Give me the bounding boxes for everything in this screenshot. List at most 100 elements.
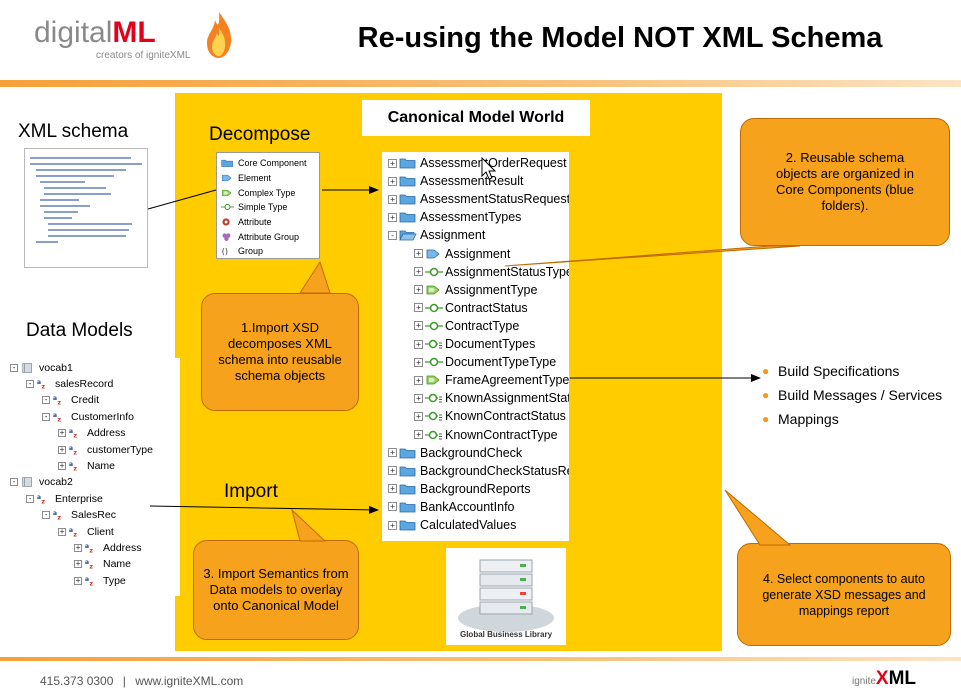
- data-model-label: Address: [87, 427, 126, 440]
- tree-row[interactable]: -Assignment: [388, 226, 485, 244]
- expand-icon[interactable]: +: [414, 357, 423, 367]
- expand-icon[interactable]: +: [414, 267, 423, 277]
- expand-icon[interactable]: +: [58, 460, 66, 470]
- tree-row[interactable]: +BackgroundReports: [388, 480, 530, 498]
- expand-icon[interactable]: +: [388, 448, 397, 458]
- expand-icon[interactable]: +: [388, 520, 397, 530]
- xml-schema-label: XML schema: [18, 121, 129, 142]
- data-model-row[interactable]: - vocab1: [10, 360, 73, 375]
- expand-icon[interactable]: +: [74, 575, 82, 585]
- legend-item: () Group: [221, 244, 315, 259]
- expand-icon[interactable]: +: [414, 339, 423, 349]
- bullet-icon: ●: [762, 388, 770, 402]
- tree-row[interactable]: +Assignment: [414, 245, 510, 263]
- expand-icon[interactable]: +: [388, 212, 397, 222]
- simple-type-icon: [425, 266, 443, 278]
- simple-type-icon: [425, 320, 443, 332]
- expand-icon[interactable]: +: [388, 466, 397, 476]
- collapse-icon[interactable]: -: [10, 477, 18, 487]
- logo-ml: ML: [112, 16, 156, 49]
- tree-row[interactable]: +DocumentTypes: [414, 335, 535, 353]
- expand-icon[interactable]: +: [74, 542, 82, 552]
- tree-row[interactable]: +ContractType: [414, 317, 519, 335]
- tree-row[interactable]: +AssessmentTypes: [388, 208, 521, 226]
- output-item: ●Build Messages / Services: [762, 386, 952, 405]
- expand-icon[interactable]: +: [58, 428, 66, 438]
- expand-icon[interactable]: +: [58, 526, 66, 536]
- collapse-icon[interactable]: -: [42, 395, 50, 405]
- expand-icon[interactable]: +: [414, 411, 423, 421]
- expand-icon[interactable]: +: [414, 303, 423, 313]
- collapse-icon[interactable]: -: [26, 378, 34, 388]
- data-model-label: Enterprise: [55, 492, 103, 505]
- expand-icon[interactable]: +: [414, 285, 423, 295]
- simple-type-icon: [425, 302, 443, 314]
- collapse-icon[interactable]: -: [10, 362, 18, 372]
- tree-row[interactable]: +KnownContractStatus: [414, 407, 566, 425]
- tree-row[interactable]: +AssessmentResult: [388, 172, 524, 190]
- svg-text:z: z: [41, 498, 45, 505]
- expand-icon[interactable]: +: [58, 444, 66, 454]
- data-model-label: vocab1: [39, 361, 73, 374]
- expand-icon[interactable]: +: [388, 502, 397, 512]
- collapse-icon[interactable]: -: [42, 510, 50, 520]
- expand-icon[interactable]: +: [388, 176, 397, 186]
- legend-label: Group: [238, 246, 264, 257]
- expand-icon[interactable]: +: [414, 375, 423, 385]
- expand-icon[interactable]: +: [388, 194, 397, 204]
- group-icon: (): [221, 246, 234, 256]
- expand-icon[interactable]: +: [414, 430, 423, 439]
- tree-row[interactable]: +BackgroundCheck: [388, 444, 522, 462]
- logo-tagline: creators of igniteXML: [96, 50, 191, 61]
- tree-row[interactable]: + AssessmentOrderRequest: [388, 154, 567, 172]
- data-model-label: Name: [103, 558, 132, 571]
- tree-row[interactable]: +CalculatedValues: [388, 516, 516, 534]
- folder-icon: [399, 465, 417, 477]
- tree-row[interactable]: +KnownAssignmentStatus: [414, 389, 569, 407]
- collapse-icon[interactable]: -: [388, 230, 397, 240]
- tree-row[interactable]: +DocumentTypeType: [414, 353, 556, 371]
- callout-import-xsd: 1.Import XSD decomposes XML schema into …: [201, 293, 359, 411]
- svg-text:a: a: [85, 543, 89, 550]
- expand-icon[interactable]: +: [414, 393, 423, 403]
- output-label: Build Specifications: [778, 363, 900, 379]
- expand-icon[interactable]: +: [414, 249, 423, 258]
- expand-icon[interactable]: +: [388, 158, 397, 168]
- tree-row[interactable]: +AssignmentType: [414, 281, 537, 299]
- data-model-row[interactable]: -vocab2: [10, 475, 73, 490]
- expand-icon[interactable]: +: [388, 484, 397, 494]
- tree-row[interactable]: +AssessmentStatusRequest: [388, 190, 569, 208]
- callout-select-components: 4. Select components to auto generate XS…: [737, 543, 951, 646]
- global-business-library: [446, 548, 566, 645]
- collapse-icon[interactable]: -: [26, 493, 34, 503]
- tree-row[interactable]: +BankAccountInfo: [388, 498, 515, 516]
- expand-icon[interactable]: +: [74, 559, 82, 569]
- tree-row-label: AssessmentOrderRequest: [420, 156, 567, 170]
- tree-row[interactable]: +AssignmentStatusType: [414, 263, 569, 281]
- footer-website[interactable]: www.igniteXML.com: [135, 674, 244, 688]
- tree-row[interactable]: +BackgroundCheckStatusRequest: [388, 462, 569, 480]
- simple-type-list-icon: [425, 338, 442, 350]
- expand-icon[interactable]: +: [414, 321, 423, 331]
- tree-row[interactable]: +ContractStatus: [414, 299, 528, 317]
- simple-type-list-icon: [425, 392, 442, 404]
- tree-row[interactable]: +KnownContractType: [414, 426, 558, 444]
- tree-row[interactable]: +FrameAgreementType: [414, 371, 569, 389]
- collapse-icon[interactable]: -: [42, 411, 50, 421]
